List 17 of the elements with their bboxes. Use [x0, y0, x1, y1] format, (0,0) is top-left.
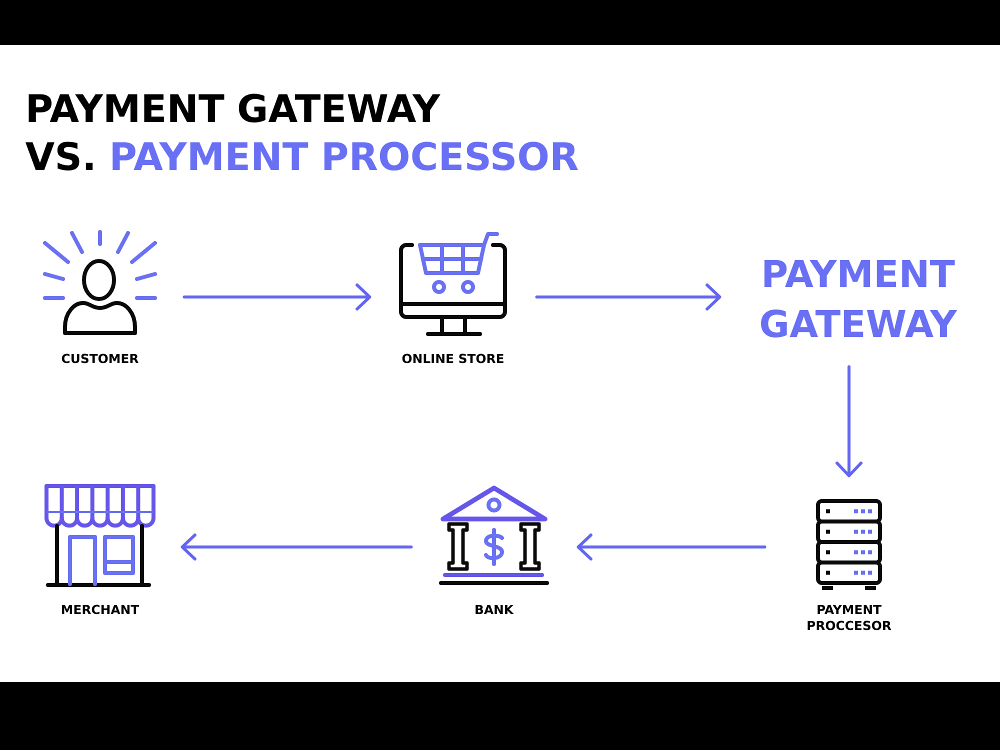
arrow	[180, 534, 413, 560]
person-icon	[43, 230, 157, 335]
node-label: BANK	[476, 604, 514, 614]
node-label: MERCHANT	[62, 604, 140, 614]
server-icon	[816, 499, 882, 590]
arrow	[535, 284, 722, 310]
node-label: ONLINE STORE	[402, 354, 504, 364]
arrow	[576, 534, 766, 560]
bank-icon	[439, 486, 549, 585]
title: PAYMENT GATEWAY VS. PAYMENT PROCESSOR	[25, 94, 578, 171]
monitor-cart-icon	[399, 232, 507, 336]
arrow	[182, 284, 372, 310]
node-label: PAYMENT PROCCESOR	[808, 604, 892, 630]
node-label: CUSTOMER	[62, 354, 138, 364]
arrow	[836, 365, 862, 478]
node-label: PAYMENT GATEWAY	[761, 260, 958, 338]
storefront-icon	[44, 484, 156, 587]
